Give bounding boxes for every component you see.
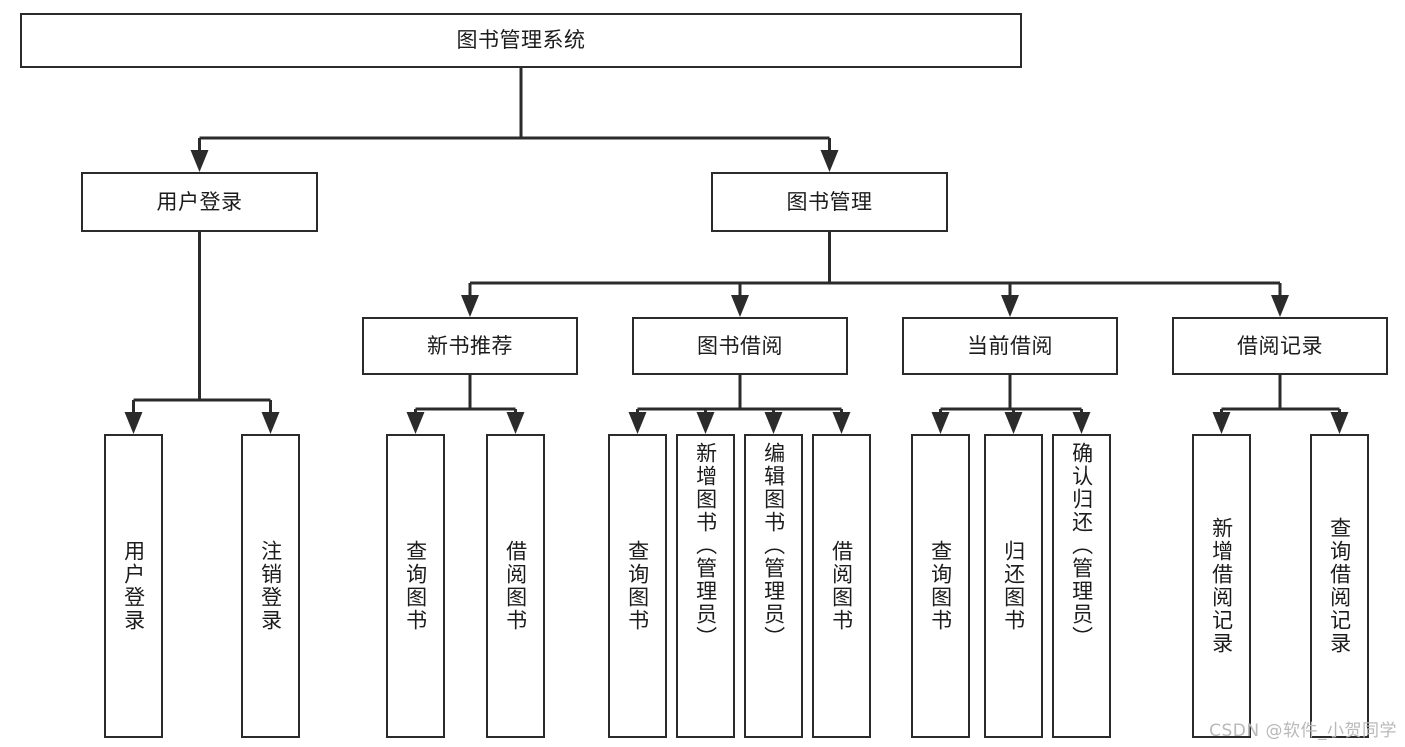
node-leaf-record-query[interactable]: 查询借阅记录 (1310, 434, 1369, 738)
node-leaf-borrow-query-book[interactable]: 查询图书 (608, 434, 667, 738)
node-book-manage-label: 图书管理 (786, 189, 873, 214)
node-leaf-rec-borrow-book[interactable]: 借阅图书 (486, 434, 545, 738)
node-leaf-current-return-book-label: 归还图书 (1001, 540, 1026, 632)
node-leaf-user-login-label: 用户登录 (121, 540, 146, 632)
node-borrow-record[interactable]: 借阅记录 (1172, 317, 1388, 375)
node-leaf-current-confirm-return-label: 确认归还（管理员） (1069, 442, 1094, 649)
node-leaf-borrow-query-book-label: 查询图书 (625, 540, 650, 632)
node-leaf-borrow-add-book[interactable]: 新增图书（管理员） (676, 434, 735, 738)
node-leaf-borrow-borrow-book[interactable]: 借阅图书 (812, 434, 871, 738)
node-root-label: 图书管理系统 (456, 28, 586, 53)
node-leaf-user-logout[interactable]: 注销登录 (241, 434, 300, 738)
node-leaf-current-query-book-label: 查询图书 (928, 540, 953, 632)
node-new-book-recommend-label: 新书推荐 (427, 333, 513, 358)
node-leaf-record-add[interactable]: 新增借阅记录 (1192, 434, 1251, 738)
node-user-login-label: 用户登录 (156, 189, 243, 214)
node-leaf-record-query-label: 查询借阅记录 (1327, 517, 1352, 655)
node-borrow-record-label: 借阅记录 (1237, 333, 1323, 358)
node-leaf-rec-borrow-book-label: 借阅图书 (503, 540, 528, 632)
node-current-borrow[interactable]: 当前借阅 (902, 317, 1118, 375)
node-leaf-rec-query-book-label: 查询图书 (403, 540, 428, 632)
node-leaf-user-logout-label: 注销登录 (258, 540, 283, 632)
node-leaf-user-login[interactable]: 用户登录 (104, 434, 163, 738)
node-leaf-borrow-borrow-book-label: 借阅图书 (829, 540, 854, 632)
node-book-manage[interactable]: 图书管理 (711, 172, 948, 232)
node-book-borrow[interactable]: 图书借阅 (632, 317, 848, 375)
node-user-login[interactable]: 用户登录 (81, 172, 318, 232)
node-leaf-current-query-book[interactable]: 查询图书 (911, 434, 970, 738)
node-leaf-record-add-label: 新增借阅记录 (1209, 517, 1234, 655)
node-leaf-current-return-book[interactable]: 归还图书 (984, 434, 1043, 738)
node-book-borrow-label: 图书借阅 (697, 333, 783, 358)
node-leaf-rec-query-book[interactable]: 查询图书 (386, 434, 445, 738)
node-current-borrow-label: 当前借阅 (967, 333, 1053, 358)
watermark-text: CSDN @软件_小贺同学 (1209, 721, 1397, 741)
node-root[interactable]: 图书管理系统 (20, 13, 1022, 68)
node-leaf-borrow-edit-book-label: 编辑图书（管理员） (761, 442, 786, 649)
node-leaf-current-confirm-return[interactable]: 确认归还（管理员） (1052, 434, 1111, 738)
node-new-book-recommend[interactable]: 新书推荐 (362, 317, 578, 375)
node-leaf-borrow-edit-book[interactable]: 编辑图书（管理员） (744, 434, 803, 738)
node-leaf-borrow-add-book-label: 新增图书（管理员） (693, 442, 718, 649)
